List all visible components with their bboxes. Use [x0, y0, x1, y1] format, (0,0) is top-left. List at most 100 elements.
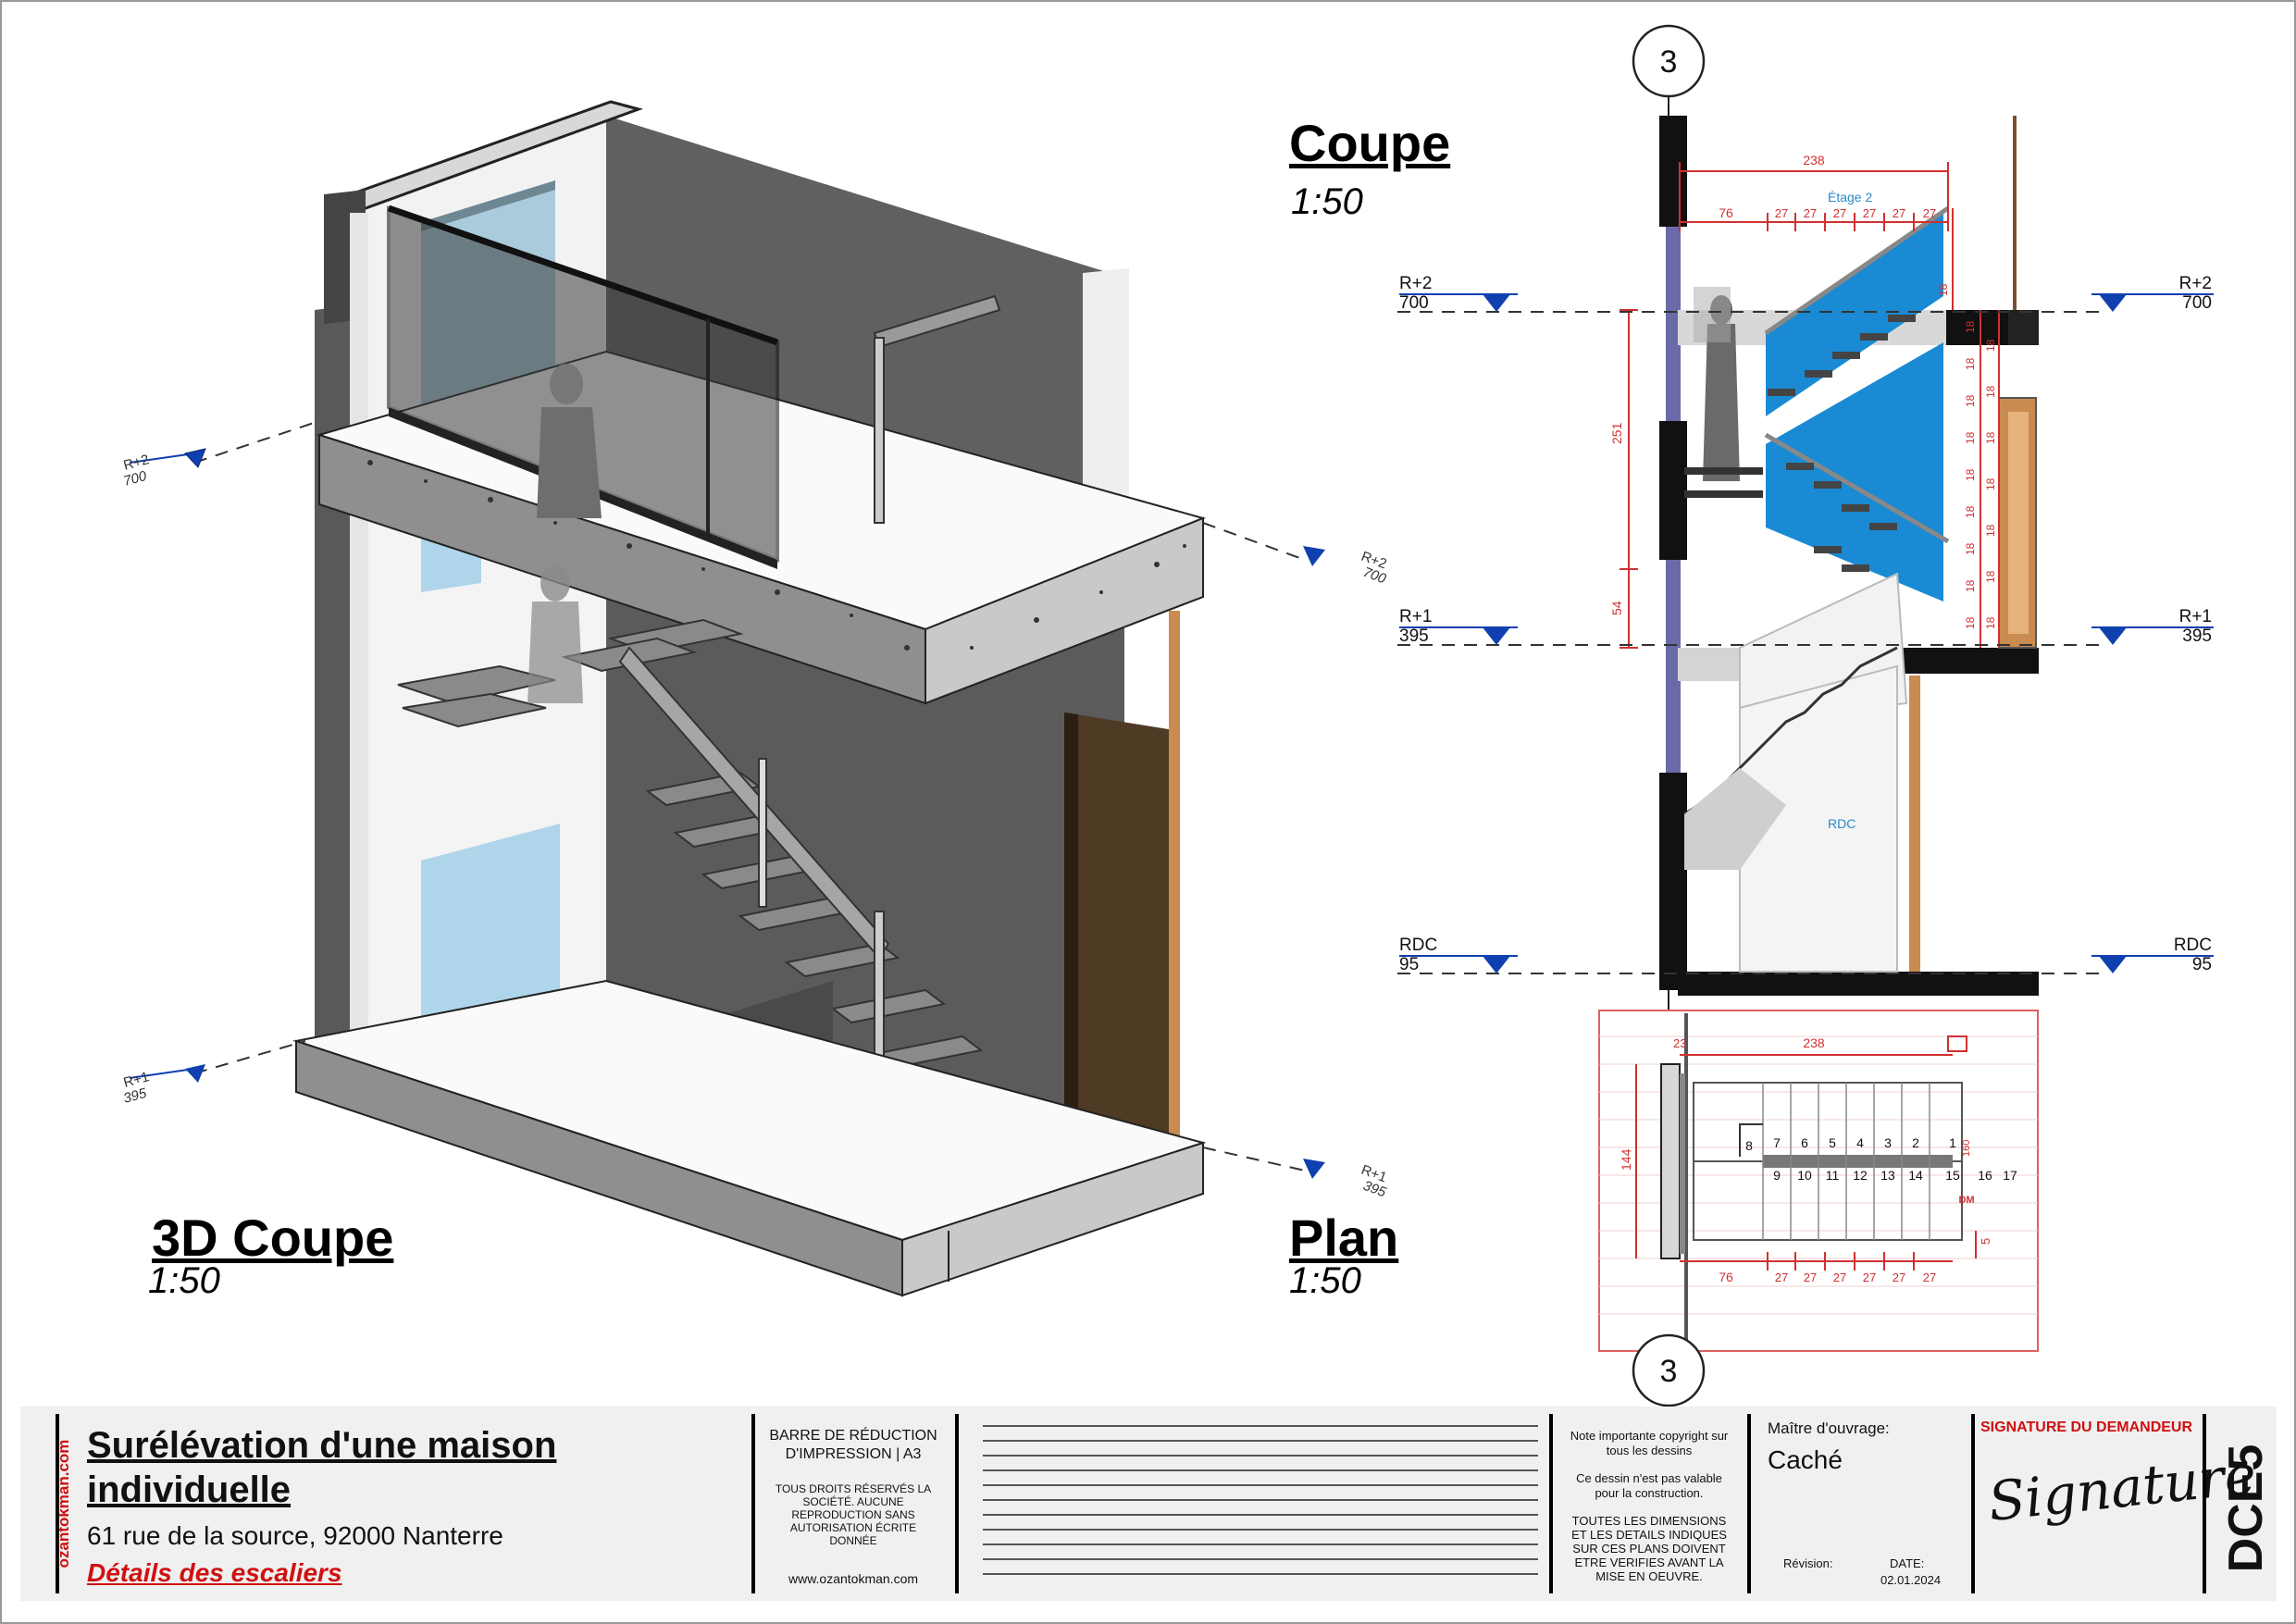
rights-line1: TOUS DROITS RÉSERVÉS LA [775, 1482, 932, 1495]
level-r1-elev-left: 395 [1399, 626, 1429, 646]
grid-bubble-top [1632, 24, 1706, 98]
validity-note: Ce dessin n'est pas valable pour la cons… [1557, 1471, 1742, 1501]
dim-riser-16: 18 [1984, 616, 1997, 629]
revision-label: Révision: [1783, 1556, 1833, 1570]
divider [1747, 1414, 1751, 1593]
reduction-bar-label: BARRE DE RÉDUCTION D'IMPRESSION | A3 [761, 1427, 946, 1464]
project-address: 61 rue de la source, 92000 Nanterre [87, 1521, 503, 1550]
plan-step-bottom-3: 11 [1826, 1168, 1840, 1183]
copyright-note: Note importante copyright sur tous les d… [1557, 1429, 1742, 1458]
signature-label: SIGNATURE DU DEMANDEUR [1980, 1419, 2193, 1435]
level-r1-name-right: R+1 [2179, 607, 2212, 626]
plan-step-bottom-9: 17 [2003, 1168, 2017, 1183]
sheet-code: DCE5 [2219, 1444, 2273, 1573]
dim-riser-11: 18 [1984, 385, 1997, 398]
plan-step-bottom-2: 10 [1797, 1168, 1812, 1183]
plan-dim-tread-4: 27 [1863, 1271, 1876, 1284]
sheet-subtitle: Détails des escaliers [87, 1558, 342, 1587]
dim-tread-1: 27 [1775, 206, 1788, 220]
coupe3d-title: 3D Coupe [152, 1209, 394, 1267]
dim-riser-6: 18 [1964, 505, 1977, 518]
grid-bubble-top-label: 3 [1660, 44, 1678, 80]
dim-riser-5: 18 [1964, 468, 1977, 481]
plan-dm-label: DM [1958, 1195, 1974, 1206]
plan-step-top-6: 3 [1884, 1135, 1892, 1150]
plan-dim-small: 5 [1979, 1238, 1992, 1245]
coupe3d-scale: 1:50 [148, 1260, 220, 1301]
plan-step-bottom-4: 12 [1853, 1168, 1868, 1183]
rights-line3: REPRODUCTION SANS [791, 1508, 915, 1521]
dimensions-line5: MISE EN OEUVRE. [1595, 1569, 1703, 1583]
client-label: Maître d'ouvrage: [1768, 1419, 1890, 1437]
dim-height-54: 54 [1609, 601, 1624, 615]
plan-dim-tread-6: 27 [1923, 1271, 1936, 1284]
date-value: 02.01.2024 [1880, 1573, 1942, 1587]
plan-step-bottom-6: 14 [1908, 1168, 1923, 1183]
svg-text:R+2: R+2 [122, 452, 151, 474]
date-label: DATE: [1890, 1556, 1925, 1570]
dim-riser-15: 18 [1984, 570, 1997, 583]
isometric-section-view: R+2 700 R+2 700 R+1 395 R+1 395 [122, 100, 1389, 1297]
plan-step-top-7: 2 [1912, 1135, 1919, 1150]
plan-step-top-5: 4 [1856, 1135, 1864, 1150]
divider [1971, 1414, 1975, 1593]
plan-dim-total: 238 [1803, 1035, 1825, 1050]
dim-tread-6: 27 [1923, 206, 1936, 220]
level-r1-name-left: R+1 [1399, 607, 1432, 626]
level-rdc-name-left: RDC [1399, 936, 1437, 955]
copyright-line1: Note importante copyright sur [1570, 1429, 1729, 1443]
plan-step-bottom-7: 15 [1945, 1168, 1960, 1183]
dim-riser-14: 18 [1984, 524, 1997, 537]
dim-riser-12: 18 [1984, 431, 1997, 444]
dim-riser-4: 18 [1964, 431, 1977, 444]
coupe-scale: 1:50 [1291, 181, 1363, 222]
plan-dim-160: 160 [1961, 1140, 1972, 1157]
dim-riser-8: 18 [1964, 579, 1977, 592]
level-rdc-name-right: RDC [2174, 936, 2212, 955]
divider [2203, 1414, 2206, 1593]
plan-step-top-1: 8 [1745, 1138, 1753, 1153]
dim-top-total: 238 [1803, 153, 1825, 167]
level-rdc-elev-left: 95 [1399, 955, 1419, 974]
dim-tread-5: 27 [1893, 206, 1905, 220]
plan-step-top-8: 1 [1949, 1135, 1956, 1150]
plan-dim-wall: 23 [1673, 1036, 1686, 1050]
plan-step-bottom-1: 9 [1773, 1168, 1781, 1183]
level-r2-name-right: R+2 [2179, 274, 2212, 293]
level-r1-elev-right: 395 [2182, 626, 2212, 646]
reduction-bar-line2: D'IMPRESSION | A3 [785, 1446, 922, 1462]
validity-line1: Ce dessin n'est pas valable [1576, 1471, 1722, 1485]
plan-scale: 1:50 [1289, 1260, 1361, 1301]
plan-step-top-3: 6 [1801, 1135, 1808, 1150]
svg-text:700: 700 [122, 468, 149, 490]
level-rdc-elev-right: 95 [2192, 955, 2212, 974]
dim-riser-10: 18 [1984, 339, 1997, 352]
dim-height-251: 251 [1609, 422, 1624, 444]
level-r2-elev-right: 700 [2182, 293, 2212, 313]
level-r2-name-left: R+2 [1399, 274, 1432, 293]
dim-riser-7: 18 [1964, 542, 1977, 555]
divider [56, 1414, 59, 1593]
dim-riser-9: 18 [1964, 616, 1977, 629]
website-link[interactable]: www.ozantokman.com [788, 1571, 919, 1586]
dim-riser-17: 18 [1937, 283, 1950, 296]
divider [751, 1414, 755, 1593]
dim-tread-2: 27 [1804, 206, 1817, 220]
client-value: Caché [1768, 1445, 1843, 1474]
project-title-line2: individuelle [87, 1469, 292, 1510]
svg-text:395: 395 [122, 1085, 149, 1107]
copyright-line2: tous les dessins [1606, 1444, 1693, 1457]
rights-line5: DONNÉE [829, 1534, 877, 1547]
etage2-label: Étage 2 [1828, 190, 1872, 205]
dimensions-line1: TOUTES LES DIMENSIONS [1571, 1514, 1727, 1528]
plan-dim-tread-2: 27 [1804, 1271, 1817, 1284]
plan-dim-tread-3: 27 [1833, 1271, 1846, 1284]
dimensions-line3: SUR CES PLANS DOIVENT [1572, 1542, 1726, 1556]
divider [1549, 1414, 1553, 1593]
revision-lines [983, 1425, 1538, 1588]
plan-step-bottom-8: 16 [1978, 1168, 1992, 1183]
rights-line4: AUTORISATION ÉCRITE [789, 1521, 917, 1534]
dim-riser-3: 18 [1964, 394, 1977, 407]
